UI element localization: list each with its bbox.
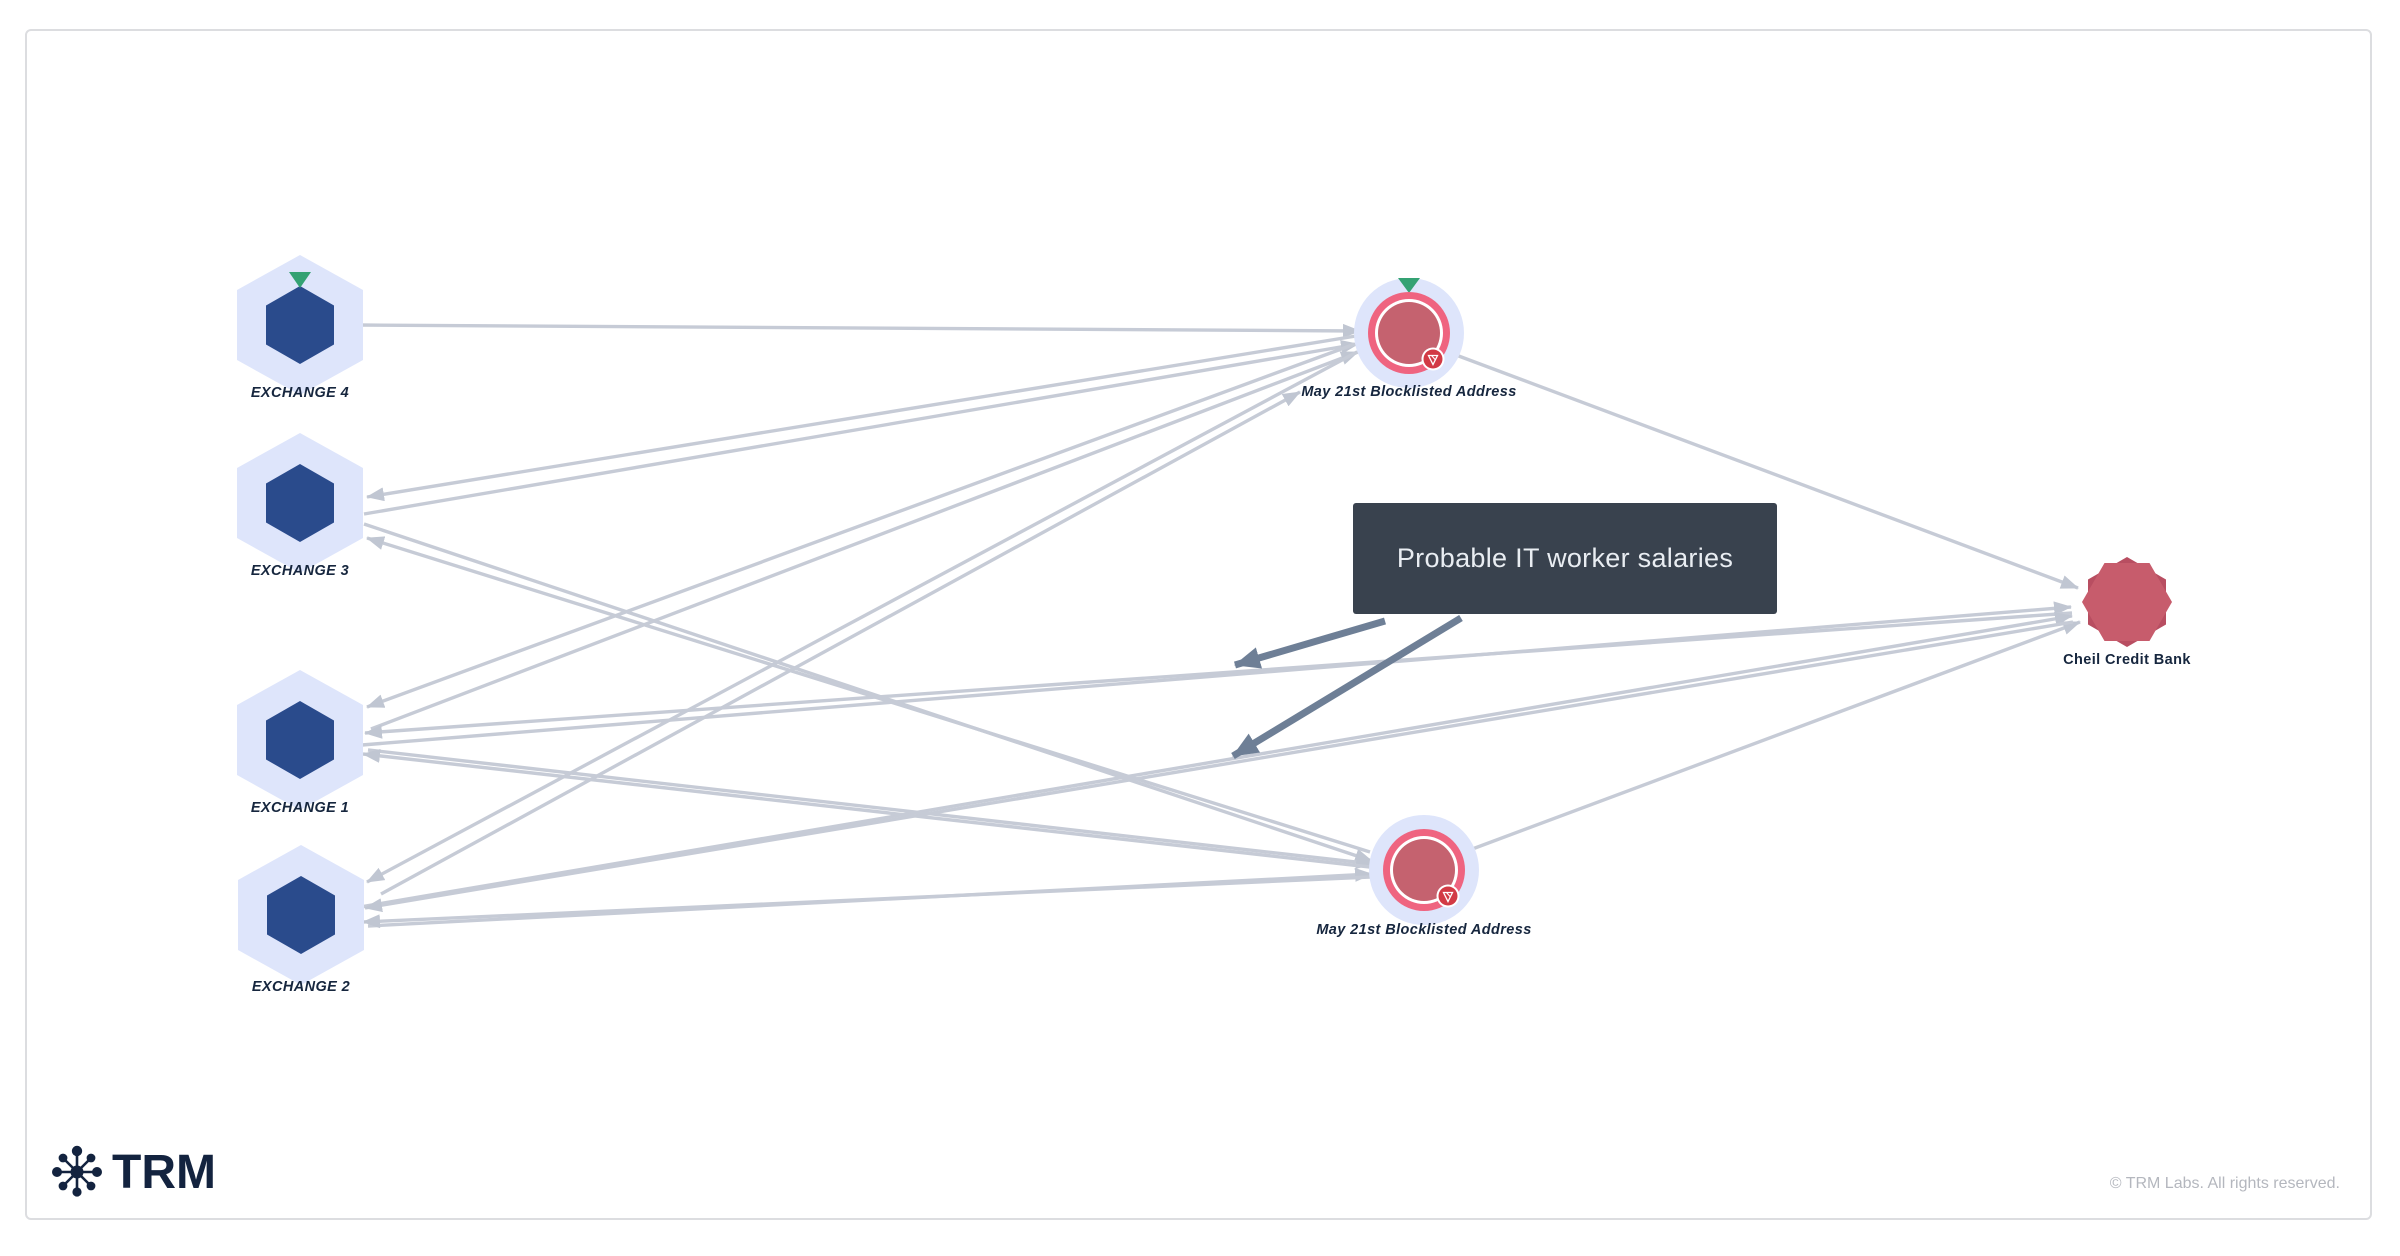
green-indicator-icon xyxy=(1398,278,1420,293)
edge-exchange-2-to-blocklisted-address-top[interactable] xyxy=(380,390,1301,896)
exchange-hexagon-icon xyxy=(266,701,334,779)
edge-blocklisted-address-bottom-to-exchange-1[interactable] xyxy=(362,748,1371,869)
exchange-1[interactable]: EXCHANGE 1 xyxy=(237,670,363,816)
edge-cheil-credit-bank-to-exchange-2[interactable] xyxy=(364,620,2074,913)
node-label: EXCHANGE 4 xyxy=(251,385,349,401)
blocklisted-address-top[interactable]: May 21st Blocklisted Address xyxy=(1301,278,1516,400)
edge-blocklisted-address-top-to-exchange-2[interactable] xyxy=(366,350,1358,884)
annotation-arrow xyxy=(1231,615,1463,759)
edge-layer xyxy=(357,322,2081,929)
edge-blocklisted-address-top-to-exchange-3[interactable] xyxy=(366,334,1357,502)
exchange-hexagon-icon xyxy=(266,464,334,542)
node-label: EXCHANGE 3 xyxy=(251,563,349,579)
trm-brand: TRM xyxy=(50,1144,216,1200)
blocklisted-core-circle xyxy=(1378,302,1440,364)
edge-exchange-1-to-cheil-credit-bank[interactable] xyxy=(361,601,2072,747)
exchange-2[interactable]: EXCHANGE 2 xyxy=(238,845,364,995)
graph-canvas[interactable] xyxy=(25,29,2372,1220)
exchange-hexagon-icon xyxy=(267,876,335,954)
trm-wordmark: TRM xyxy=(112,1145,216,1199)
edge-blocklisted-address-top-to-cheil-credit-bank[interactable] xyxy=(1447,350,2079,590)
edge-exchange-3-to-blocklisted-address-bottom[interactable] xyxy=(363,522,1373,863)
annotation-tooltip: Probable IT worker salaries xyxy=(1353,503,1777,614)
exchange-3[interactable]: EXCHANGE 3 xyxy=(237,433,363,579)
node-label: May 21st Blocklisted Address xyxy=(1301,384,1516,400)
edge-exchange-1-to-blocklisted-address-top[interactable] xyxy=(370,350,1359,731)
edge-blocklisted-address-bottom-to-cheil-credit-bank[interactable] xyxy=(1466,620,2081,853)
edge-exchange-3-to-blocklisted-address-top[interactable] xyxy=(363,339,1359,516)
node-label: EXCHANGE 2 xyxy=(252,979,350,995)
tron-badge-icon xyxy=(1438,886,1458,906)
annotation-arrow xyxy=(1234,617,1386,669)
edge-exchange-4-to-blocklisted-address-top[interactable] xyxy=(357,323,1361,338)
copyright-text: © TRM Labs. All rights reserved. xyxy=(2109,1175,2340,1192)
edge-cheil-credit-bank-to-exchange-1[interactable] xyxy=(364,611,2073,739)
edge-exchange-2-to-cheil-credit-bank[interactable] xyxy=(359,611,2073,909)
exchange-hexagon-icon xyxy=(266,286,334,364)
edge-exchange-1-to-blocklisted-address-bottom[interactable] xyxy=(367,748,1374,870)
bank-hexagon-icon xyxy=(2082,563,2172,641)
exchange-4[interactable]: EXCHANGE 4 xyxy=(237,255,363,401)
edge-blocklisted-address-bottom-to-exchange-2[interactable] xyxy=(362,875,1371,929)
edge-blocklisted-address-bottom-to-exchange-3[interactable] xyxy=(366,536,1371,854)
annotation-tooltip-label: Probable IT worker salaries xyxy=(1396,543,1734,573)
annotation-arrow-layer xyxy=(1231,615,1463,759)
node-label: Cheil Credit Bank xyxy=(2063,652,2191,668)
node-label: EXCHANGE 1 xyxy=(251,800,349,816)
node-layer: EXCHANGE 4 EXCHANGE 3 EXCHANGE 1 EXCHANGE 2… xyxy=(237,255,2191,995)
trm-logo-icon xyxy=(52,1145,102,1197)
cheil-credit-bank[interactable]: Cheil Credit Bank xyxy=(2063,557,2191,668)
tron-glyph-detail xyxy=(1446,892,1451,898)
tron-glyph-detail xyxy=(1431,355,1436,361)
blocklisted-address-bottom[interactable]: May 21st Blocklisted Address xyxy=(1316,815,1531,938)
green-indicator-icon xyxy=(289,272,311,288)
blocklisted-core-circle xyxy=(1393,839,1455,901)
node-label: May 21st Blocklisted Address xyxy=(1316,922,1531,938)
tron-badge-icon xyxy=(1423,349,1443,369)
edge-blocklisted-address-top-to-exchange-1[interactable] xyxy=(366,342,1356,709)
